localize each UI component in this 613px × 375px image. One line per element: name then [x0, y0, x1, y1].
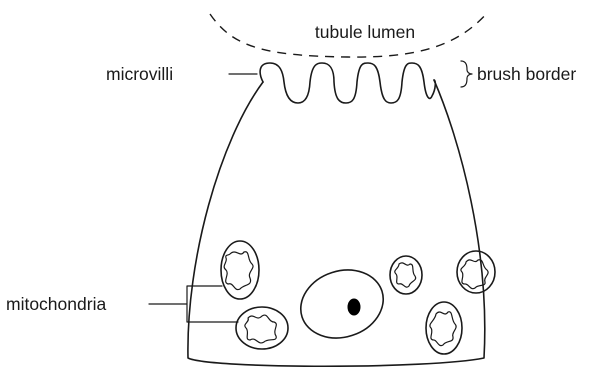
mitochondrion-3 — [390, 256, 422, 294]
mitochondrion-4-cristae — [461, 260, 488, 289]
nucleus — [292, 260, 392, 349]
microvilli-label: microvilli — [106, 64, 173, 84]
cell-body-outline — [188, 80, 485, 366]
mitochondria-leader-bracket — [149, 286, 238, 322]
mitochondrion-5-cristae — [430, 312, 456, 346]
mitochondrion-1-cristae — [224, 252, 253, 290]
nucleolus — [348, 299, 361, 316]
microvilli-brush-border — [260, 63, 435, 103]
mitochondria-label: mitochondria — [6, 294, 106, 314]
brush-border-brace — [461, 61, 472, 87]
mitochondrion-2-cristae — [245, 315, 276, 343]
tubule-lumen-label: tubule lumen — [315, 22, 415, 42]
mitochondrion-3-cristae — [395, 263, 416, 287]
brush-border-label: brush border — [477, 64, 576, 84]
